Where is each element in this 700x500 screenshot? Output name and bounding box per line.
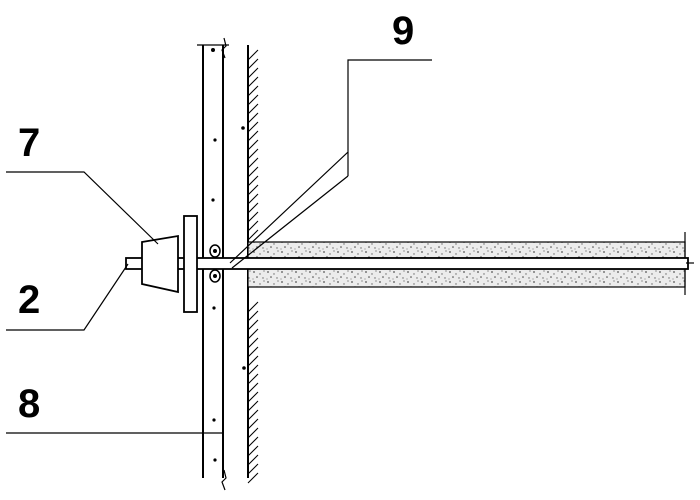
hatch-line [247, 139, 259, 151]
hatch-line [247, 85, 259, 97]
leader-7 [6, 171, 159, 245]
label-8: 8 [18, 382, 40, 426]
hatch-line [247, 346, 259, 358]
hatch-line [247, 157, 259, 169]
hatch-line [247, 58, 259, 70]
hatch-line [247, 427, 259, 439]
hatch-line [247, 94, 259, 106]
hatch-line [247, 184, 259, 196]
hatch-line [247, 112, 259, 124]
leader-9 [229, 59, 432, 269]
hatch-line [247, 472, 259, 484]
hatch-line [247, 319, 259, 331]
hatch-line [247, 121, 259, 133]
hatch-line [247, 400, 259, 412]
hatch-line [247, 418, 259, 430]
hatch-line [247, 67, 259, 79]
label-7: 7 [18, 121, 40, 165]
label-9: 9 [392, 9, 414, 53]
hatch-line [247, 391, 259, 403]
hatch-line [247, 175, 259, 187]
concrete-slab [247, 232, 686, 295]
hatch-line [247, 463, 259, 475]
hatch-line [247, 76, 259, 88]
hatch-line [247, 310, 259, 322]
hatch-line [247, 445, 259, 457]
wall-hatching [247, 49, 259, 484]
tie-rod [125, 257, 694, 270]
label-2: 2 [18, 278, 40, 322]
hatch-line [247, 337, 259, 349]
hatch-line [247, 211, 259, 223]
hatch-line [247, 166, 259, 178]
hatch-line [247, 436, 259, 448]
wall-dots [211, 48, 246, 462]
hatch-line [247, 454, 259, 466]
hatch-line [247, 220, 259, 232]
leader-2 [6, 263, 129, 331]
hatch-line [247, 148, 259, 160]
hatch-line [247, 229, 259, 241]
washer-plate [183, 215, 198, 313]
hatch-line [247, 130, 259, 142]
hatch-line [247, 193, 259, 205]
hatch-line [247, 355, 259, 367]
hatch-line [247, 409, 259, 421]
clamp-rings [209, 244, 221, 283]
hatch-line [247, 373, 259, 385]
cone-nut [141, 234, 179, 294]
hatch-line [247, 301, 259, 313]
hatch-line [247, 382, 259, 394]
hatch-line [247, 49, 259, 61]
hatch-line [247, 328, 259, 340]
hatch-line [247, 202, 259, 214]
hatch-line [247, 103, 259, 115]
hatch-line [247, 364, 259, 376]
break-marks [221, 37, 227, 491]
